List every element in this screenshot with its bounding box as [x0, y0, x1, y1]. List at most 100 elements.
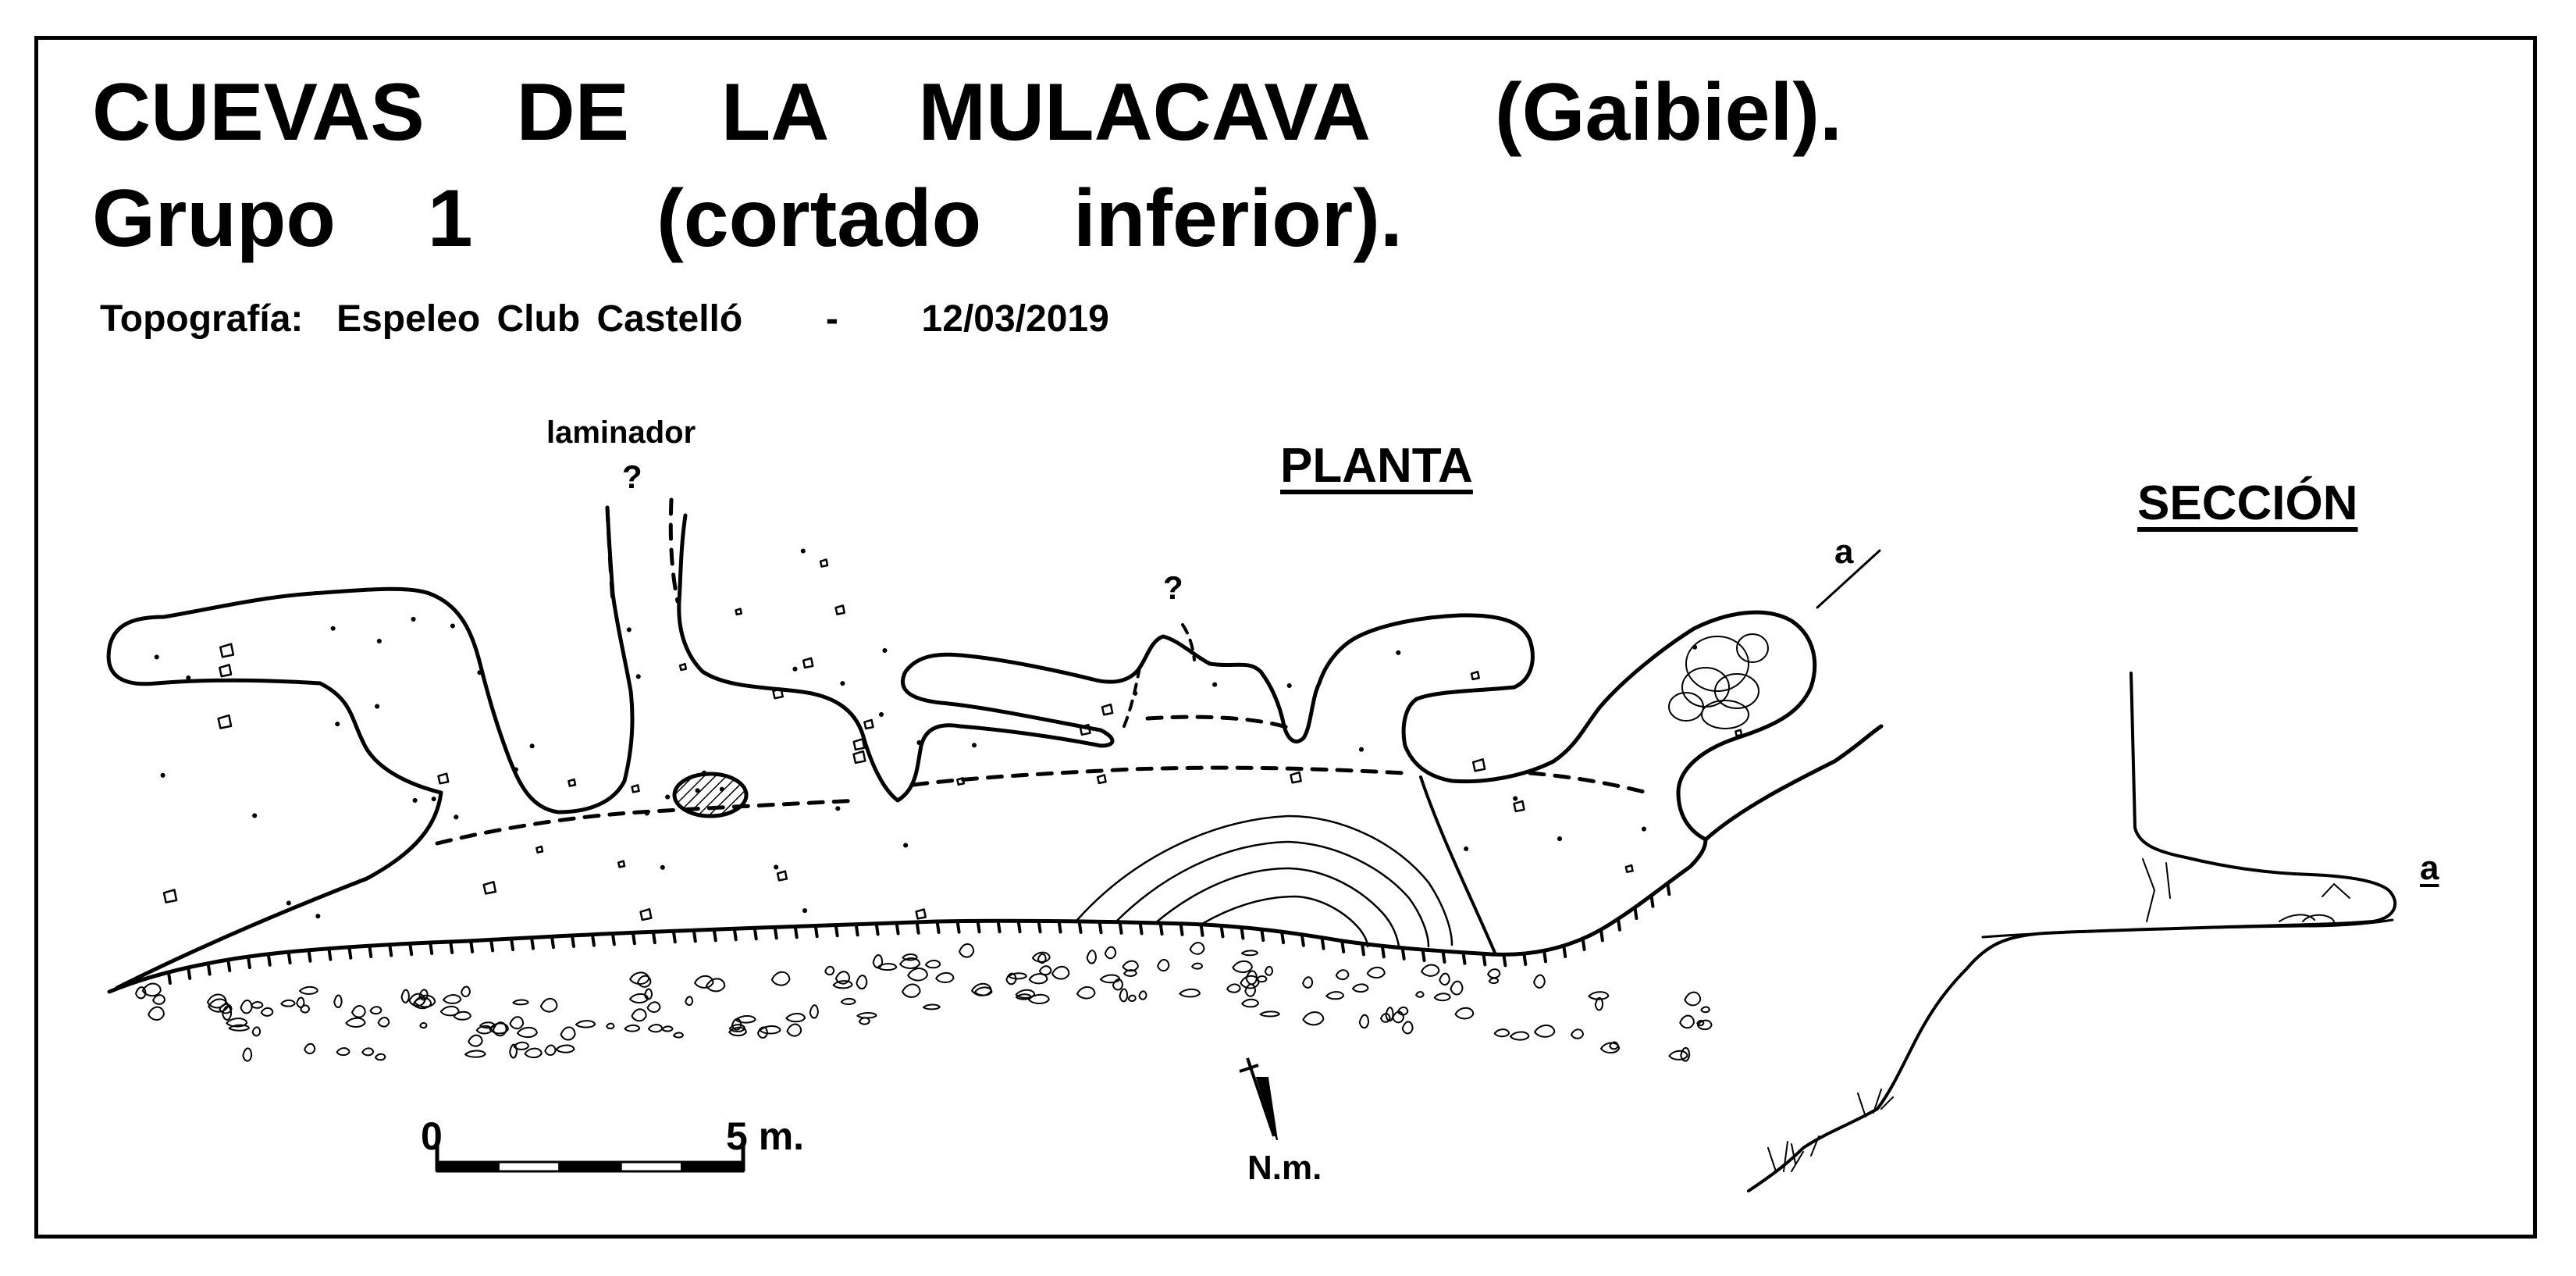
rubble-stone	[226, 1018, 248, 1028]
rubble-stone	[1104, 946, 1117, 960]
rubble-stone	[400, 989, 410, 1003]
rubble-stone	[1191, 962, 1204, 970]
rubble-stone	[1008, 972, 1027, 980]
rubble-stone	[1244, 983, 1256, 997]
rubble-stone	[1599, 1042, 1621, 1054]
floor-stone	[411, 616, 416, 622]
rubble-stone	[907, 968, 928, 982]
rubble-stone	[1668, 1050, 1688, 1060]
rubble-stone	[1594, 996, 1604, 1011]
rubble-stone	[539, 997, 558, 1013]
rubble-stone	[631, 1008, 647, 1022]
floor-stone	[1212, 682, 1218, 687]
rubble-stone	[1358, 1014, 1370, 1029]
floor-stone	[568, 778, 577, 787]
rubble-stone	[513, 1041, 530, 1050]
rubble-stone	[1038, 965, 1052, 976]
floor-stone	[971, 743, 977, 748]
rubble-stone	[1127, 994, 1137, 1003]
floor-tick	[327, 946, 333, 961]
rubble-stone	[206, 993, 227, 1009]
rubble-stone	[902, 983, 921, 998]
rubble-stone	[1700, 1006, 1710, 1014]
rubble-stone	[1179, 988, 1201, 998]
floor-stone	[335, 722, 340, 727]
rubble-stone	[785, 1013, 806, 1023]
rubble-stone	[516, 1026, 538, 1039]
rubble-stone	[1534, 1025, 1556, 1038]
floor-stone	[617, 860, 626, 868]
breakdown-boulders	[1668, 633, 1769, 729]
floor-tick	[1118, 920, 1123, 935]
rubble-stone	[299, 986, 318, 995]
floor-stone	[835, 806, 841, 811]
floor-tick	[1522, 952, 1528, 967]
floor-tick	[286, 950, 292, 965]
rubble-stone	[606, 1022, 615, 1030]
floor-tick	[915, 920, 920, 935]
floor-stone	[956, 777, 966, 786]
floor-ticks	[166, 882, 1671, 986]
rubble-stone	[240, 1000, 253, 1014]
plan-view	[106, 497, 1884, 1062]
rubble-stone	[840, 997, 856, 1006]
drip-line	[911, 765, 1407, 787]
floor-tick	[1340, 939, 1346, 953]
floor-stone	[863, 718, 874, 730]
rubble-stone	[685, 996, 694, 1007]
section-marker-profile-label: a	[2420, 849, 2439, 887]
section-view	[1747, 672, 2397, 1192]
floor-stone	[678, 662, 688, 672]
scale-segment	[558, 1160, 622, 1173]
rubble-stone	[1380, 1013, 1391, 1023]
laminador-label: laminador	[546, 415, 696, 450]
rubble-stone	[1138, 990, 1147, 1000]
floor-stone	[1624, 864, 1634, 873]
floor-tick	[368, 944, 373, 959]
rubble-stone	[260, 1007, 274, 1017]
floor-stone	[376, 638, 382, 644]
rubble-stone	[834, 971, 851, 985]
rubble-stone	[1031, 951, 1051, 963]
floor-tick	[895, 921, 900, 936]
floor-stone	[1735, 729, 1743, 737]
floor-tick	[1057, 919, 1062, 934]
rubble-stone	[1076, 986, 1096, 1000]
floor-tick	[1300, 932, 1305, 947]
rubble-stone	[935, 971, 955, 984]
rubble-stone	[756, 1026, 768, 1039]
floor-tick	[388, 943, 393, 957]
floor-tick	[530, 936, 535, 950]
floor-stone	[639, 907, 653, 921]
floor-tick	[1360, 942, 1365, 957]
vegetation-tufts	[1767, 1089, 1894, 1172]
rubble-stone	[251, 1001, 264, 1009]
floor-stone	[903, 843, 909, 848]
rubble-stone	[770, 971, 791, 986]
floor-stone	[644, 811, 649, 816]
floor-stone	[1096, 774, 1107, 785]
rubble-stone	[1433, 993, 1451, 1002]
floor-tick	[187, 965, 192, 980]
floor-stone	[626, 627, 632, 633]
rubble-stone	[1123, 969, 1137, 977]
rubble-stone	[412, 996, 432, 1010]
floor-stone	[529, 743, 535, 749]
floor-stone	[513, 767, 518, 772]
unexplored-passage	[668, 497, 680, 604]
rubble-stone	[414, 994, 436, 1008]
floor-stone	[772, 687, 784, 700]
unexplored-passage	[1181, 623, 1196, 661]
floor-tick	[307, 948, 312, 963]
rubble-stone	[1240, 950, 1258, 957]
rubble-stone	[555, 1044, 575, 1053]
map-title-line2: Grupo 1 (cortado inferior).	[92, 173, 1403, 264]
floor-tick	[1219, 924, 1225, 939]
rubble-stone	[453, 1010, 471, 1021]
floor-tick	[874, 921, 880, 936]
floor-tick	[1280, 930, 1286, 945]
rubble-stone	[832, 980, 853, 989]
rubble-stone	[141, 982, 162, 997]
floor-tick	[1077, 919, 1083, 934]
floor-stone	[1101, 703, 1114, 716]
